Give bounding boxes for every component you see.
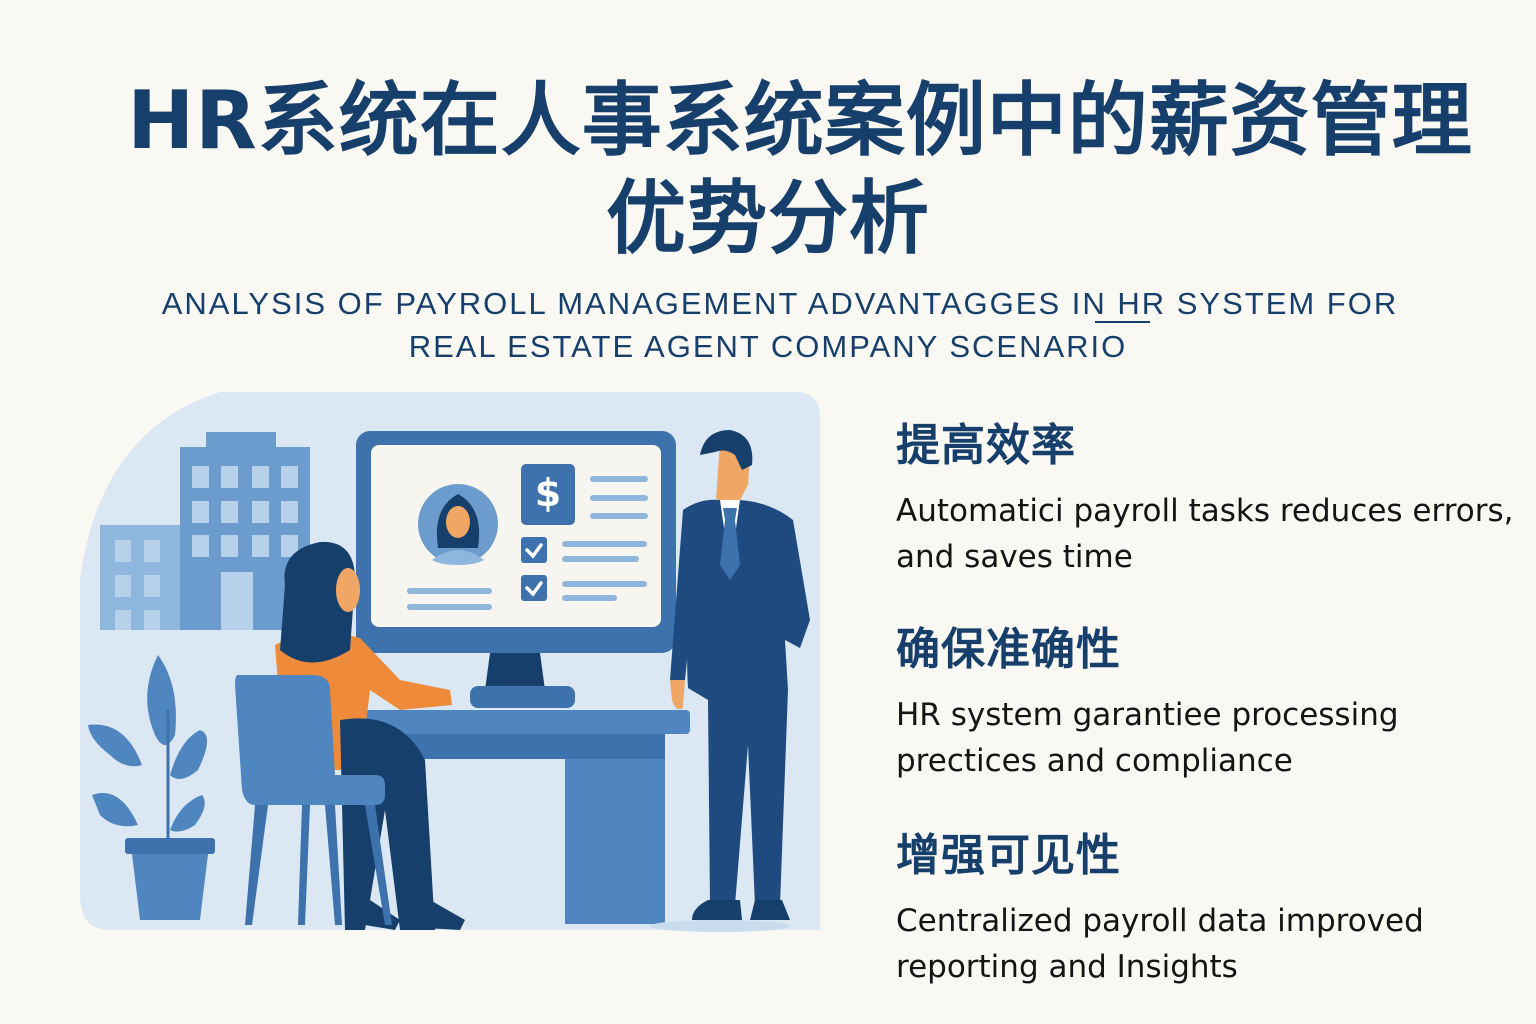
feature-description: Automatici payroll tasks reduces errors,… — [896, 493, 1514, 575]
desk — [365, 710, 690, 924]
subtitle-line-2: REAL ESTATE AGENT COMPANY SCENARIO — [408, 329, 1128, 364]
feature-visibility: 增强可见性 Centralized payroll data improved … — [896, 828, 1516, 990]
subtitle-line-1: ANALYSIS OF PAYROLL MANAGEMENT ADVANTAGG… — [161, 286, 1399, 321]
feature-description: HR system garantiee processing prectices… — [896, 697, 1399, 779]
stray-underline-mark — [1095, 321, 1150, 323]
checkbox-checked-icon — [521, 575, 547, 601]
feature-efficiency: 提高效率 Automatici payroll tasks reduces er… — [896, 418, 1516, 580]
office-illustration: $ — [80, 390, 840, 935]
office-chair — [235, 675, 392, 925]
office-buildings-icon — [100, 432, 310, 630]
feature-heading: 提高效率 — [896, 420, 1076, 471]
feature-heading: 确保准确性 — [896, 624, 1121, 675]
svg-text:$: $ — [535, 471, 561, 515]
title-line-2: 优势分析 — [606, 172, 930, 265]
dollar-icon — [521, 464, 575, 525]
computer-monitor: $ — [356, 431, 676, 708]
standing-businessman — [650, 430, 810, 932]
potted-plant-icon — [88, 655, 215, 920]
page-title: HR系统在人事系统案例中的薪资管理 优势分析 — [0, 72, 1536, 268]
page-subtitle: ANALYSIS OF PAYROLL MANAGEMENT ADVANTAGG… — [0, 282, 1536, 368]
checkbox-checked-icon — [521, 537, 547, 563]
title-line-1: HR系统在人事系统案例中的薪资管理 — [127, 74, 1473, 167]
feature-description: Centralized payroll data improved report… — [896, 903, 1424, 985]
feature-heading: 增强可见性 — [896, 830, 1121, 881]
feature-accuracy: 确保准确性 HR system garantiee processing pre… — [896, 622, 1516, 784]
